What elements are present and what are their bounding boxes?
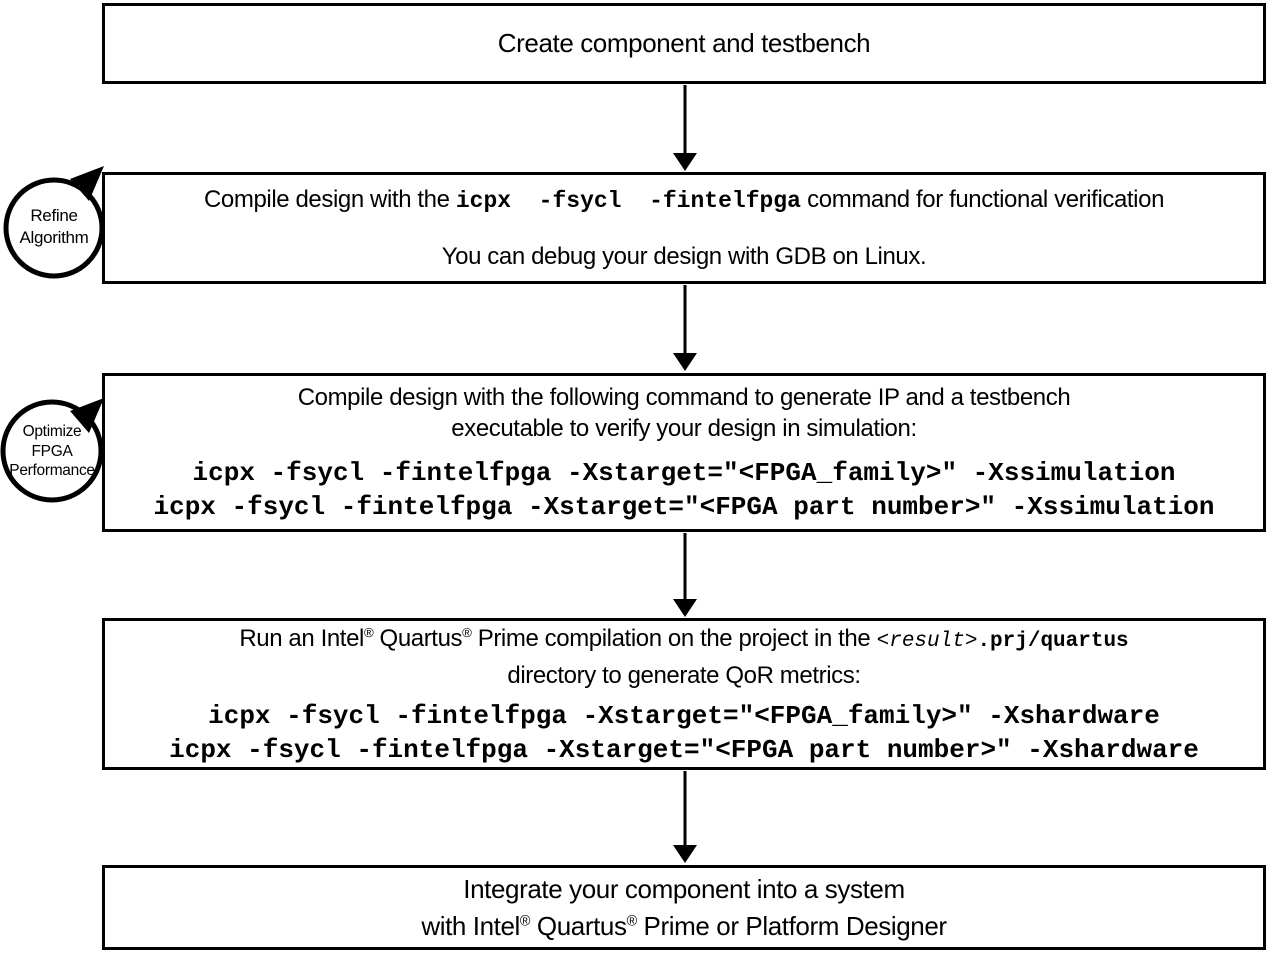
- flow-box-functional-verification: Compile design with the icpx -fsycl -fin…: [102, 172, 1266, 284]
- arrowhead-icon: [70, 166, 104, 201]
- quartus-line-1-c: Prime compilation on the project in the: [471, 624, 877, 652]
- integrate-line-2-a: with Intel: [421, 910, 520, 941]
- result-placeholder-code: <result>: [876, 629, 978, 653]
- down-arrow-4: [673, 771, 697, 863]
- optimize-label-line-3: Performance: [9, 462, 95, 479]
- flow-box-integrate-system: Integrate your component into a system w…: [102, 865, 1266, 950]
- down-arrow-2: [673, 285, 697, 371]
- registered-mark: ®: [363, 624, 374, 640]
- refine-algorithm-label: Refine Algorithm: [7, 205, 101, 249]
- hardware-command-family: icpx -fsycl -fintelfpga -Xstarget="<FPGA…: [208, 700, 1160, 731]
- arrowhead-icon: [673, 599, 697, 617]
- create-component-text: Create component and testbench: [497, 28, 871, 58]
- integrate-line-1: Integrate your component into a system: [463, 873, 905, 904]
- functional-line-1-suffix: command for functional verification: [800, 186, 1165, 213]
- arrowhead-icon: [673, 845, 697, 863]
- integrate-line-2-c: Prime or Platform Designer: [636, 910, 948, 941]
- down-arrow-3: [673, 533, 697, 617]
- flow-box-quartus-compilation: Run an Intel® Quartus® Prime compilation…: [102, 618, 1266, 770]
- functional-line-1: Compile design with the icpx -fsycl -fin…: [204, 184, 1164, 217]
- down-arrow-1: [673, 85, 697, 171]
- refine-label-line-1: Refine: [30, 206, 78, 225]
- arrowhead-icon: [673, 353, 697, 371]
- simulate-line-1: Compile design with the following comman…: [297, 383, 1071, 411]
- optimize-label-line-1: Optimize: [22, 423, 82, 440]
- functional-line-2: You can debug your design with GDB on Li…: [441, 243, 927, 270]
- flow-box-create-component: Create component and testbench: [102, 3, 1266, 84]
- simulate-line-2: executable to verify your design in simu…: [451, 414, 917, 442]
- simulate-command-part-number: icpx -fsycl -fintelfpga -Xstarget="<FPGA…: [153, 491, 1215, 522]
- refine-label-line-2: Algorithm: [19, 228, 89, 247]
- optimize-fpga-performance-label: Optimize FPGA Performance: [4, 422, 100, 481]
- quartus-line-1-a: Run an Intel: [239, 624, 364, 652]
- flow-box-generate-ip-simulation: Compile design with the following comman…: [102, 373, 1266, 532]
- functional-line-1-prefix: Compile design with the: [203, 186, 456, 213]
- registered-mark: ®: [626, 912, 638, 929]
- prj-quartus-path-code: .prj/quartus: [977, 629, 1129, 653]
- registered-mark: ®: [462, 624, 472, 640]
- icpx-command-inline: icpx -fsycl -fintelfpga: [455, 188, 801, 214]
- quartus-line-2: directory to generate QoR metrics:: [507, 661, 861, 689]
- arrowhead-icon: [673, 153, 697, 171]
- quartus-line-1: Run an Intel® Quartus® Prime compilation…: [239, 622, 1128, 659]
- simulate-command-family: icpx -fsycl -fintelfpga -Xstarget="<FPGA…: [192, 457, 1176, 488]
- integrate-line-2: with Intel® Quartus® Prime or Platform D…: [421, 908, 948, 945]
- quartus-line-1-b: Quartus: [373, 624, 463, 652]
- hardware-command-part-number: icpx -fsycl -fintelfpga -Xstarget="<FPGA…: [169, 734, 1199, 765]
- registered-mark: ®: [519, 912, 531, 929]
- integrate-line-2-b: Quartus: [530, 910, 627, 941]
- optimize-label-line-2: FPGA: [31, 442, 73, 460]
